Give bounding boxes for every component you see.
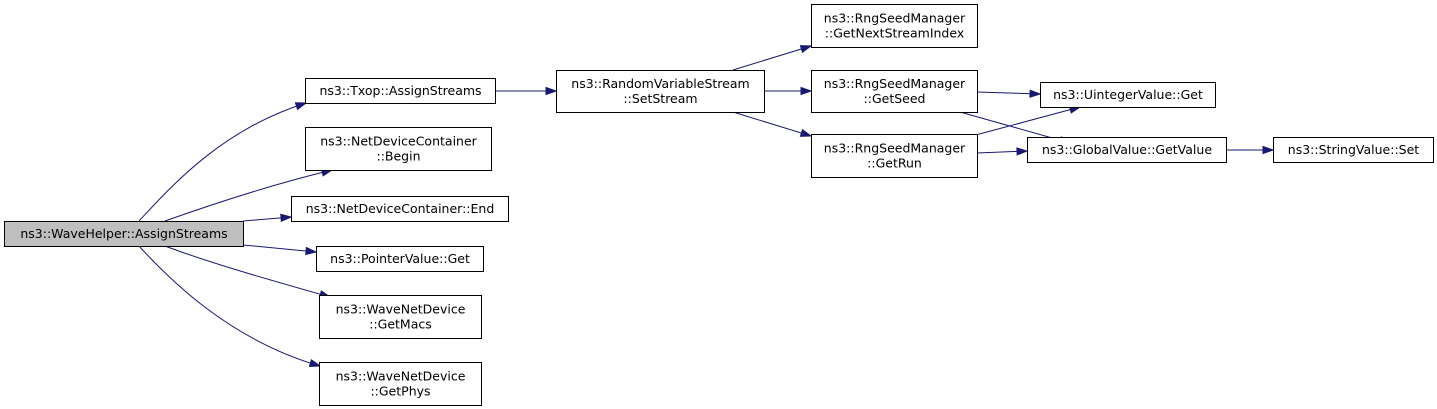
node-label: ns3::RngSeedManager — [824, 11, 966, 26]
arrowhead — [280, 213, 293, 223]
arrowhead — [1029, 89, 1042, 98]
node-box — [316, 246, 484, 272]
node-box — [811, 134, 978, 178]
edge-line — [138, 102, 307, 222]
edge-line — [242, 244, 317, 253]
arrowhead — [800, 86, 813, 96]
node-randomvariablestream-setstream[interactable]: ns3::RandomVariableStream::SetStream — [556, 70, 765, 113]
node-wavenetdevice-getphys[interactable]: ns3::WaveNetDevice::GetPhys — [319, 362, 482, 406]
node-label: ns3::RngSeedManager — [824, 76, 966, 91]
node-label: ::GetPhys — [370, 384, 430, 399]
call-graph-nodes: ns3::WaveHelper::AssignStreams ns3::Txop:… — [4, 4, 1434, 406]
edge-wavehelper_assignstreams-to-txop_assignstreams — [138, 102, 308, 222]
edge-rngseedmanager_getrun-to-uintegervalue_get — [971, 105, 1082, 137]
edge-line — [138, 245, 321, 367]
edge-wavehelper_assignstreams-to-netdevicecontainer_end — [242, 213, 293, 223]
node-label: ::GetRun — [867, 156, 922, 171]
node-label: ::GetMacs — [369, 317, 432, 332]
node-stringvalue-set[interactable]: ns3::StringValue::Set — [1273, 137, 1434, 163]
edge-randomvariablestream_setstream-to-rngseedmanager_getseed — [764, 86, 813, 96]
arrowhead — [799, 128, 813, 137]
node-label: ns3::NetDeviceContainer — [320, 134, 477, 149]
arrowhead — [545, 86, 558, 96]
node-globalvalue-getvalue[interactable]: ns3::GlobalValue::GetValue — [1027, 137, 1227, 163]
node-wavehelper-assignstreams[interactable]: ns3::WaveHelper::AssignStreams — [4, 221, 244, 247]
node-pointervalue-get[interactable]: ns3::PointerValue::Get — [316, 246, 484, 272]
node-rngseedmanager-getnextstreamindex[interactable]: ns3::RngSeedManager::GetNextStreamIndex — [811, 4, 978, 48]
node-label: ns3::WaveNetDevice — [336, 369, 466, 384]
node-label: ns3::RandomVariableStream — [571, 76, 749, 91]
edge-rngseedmanager_getseed-to-uintegervalue_get — [976, 89, 1042, 98]
arrowhead — [799, 45, 813, 54]
node-label: ::SetStream — [623, 91, 697, 106]
edge-line — [732, 45, 812, 71]
edge-wavehelper_assignstreams-to-wavenetdevice_getphys — [138, 245, 322, 368]
edge-wavehelper_assignstreams-to-pointervalue_get — [242, 244, 318, 256]
edge-rngseedmanager_getrun-to-globalvalue_getvalue — [976, 147, 1029, 156]
node-label: ns3::WaveNetDevice — [336, 302, 466, 317]
node-txop-assignstreams[interactable]: ns3::Txop::AssignStreams — [305, 78, 496, 104]
node-netdevicecontainer-begin[interactable]: ns3::NetDeviceContainer::Begin — [305, 127, 492, 171]
node-box — [1273, 137, 1434, 163]
node-uintegervalue-get[interactable]: ns3::UintegerValue::Get — [1040, 82, 1216, 108]
node-rngseedmanager-getrun[interactable]: ns3::RngSeedManager::GetRun — [811, 134, 978, 178]
node-label: ns3::GlobalValue::GetValue — [1042, 142, 1212, 157]
arrowhead — [308, 358, 322, 368]
node-box — [556, 70, 765, 113]
node-netdevicecontainer-end[interactable]: ns3::NetDeviceContainer::End — [291, 196, 509, 222]
node-box — [291, 196, 509, 222]
node-box — [305, 127, 492, 171]
edge-wavehelper_assignstreams-to-wavenetdevice_getmacs — [164, 245, 332, 299]
node-box — [4, 221, 244, 247]
node-label: ::Begin — [376, 149, 420, 164]
node-rngseedmanager-getseed[interactable]: ns3::RngSeedManager::GetSeed — [811, 70, 978, 113]
node-box — [1027, 137, 1227, 163]
edge-line — [971, 106, 1081, 137]
node-label: ns3::NetDeviceContainer::End — [306, 201, 495, 216]
node-label: ns3::Txop::AssignStreams — [319, 83, 481, 98]
arrowhead — [294, 102, 308, 111]
node-label: ::GetSeed — [864, 91, 926, 106]
edge-randomvariablestream_setstream-to-rngseedmanager_getnextstreamindex — [732, 45, 813, 71]
node-label: ns3::WaveHelper::AssignStreams — [20, 226, 227, 241]
arrowhead — [1016, 147, 1029, 156]
arrowhead — [305, 246, 318, 256]
node-box — [305, 78, 496, 104]
edge-line — [732, 111, 812, 137]
node-label: ::GetNextStreamIndex — [825, 26, 964, 41]
edge-line — [164, 245, 331, 298]
node-box — [1040, 82, 1216, 108]
node-label: ns3::PointerValue::Get — [330, 251, 470, 266]
edge-line — [164, 169, 333, 222]
node-box — [811, 4, 978, 48]
edge-globalvalue_getvalue-to-stringvalue_set — [1226, 145, 1275, 155]
node-label: ns3::StringValue::Set — [1288, 142, 1419, 157]
edge-randomvariablestream_setstream-to-rngseedmanager_getrun — [732, 111, 813, 137]
edge-txop_assignstreams-to-randomvariablestream_setstream — [495, 86, 558, 96]
arrowhead — [1262, 145, 1275, 155]
node-box — [319, 362, 482, 406]
node-box — [319, 295, 482, 339]
edge-line — [976, 91, 1041, 95]
node-box — [811, 70, 978, 113]
node-label: ns3::RngSeedManager — [824, 141, 966, 156]
node-label: ns3::UintegerValue::Get — [1053, 87, 1203, 102]
node-wavenetdevice-getmacs[interactable]: ns3::WaveNetDevice::GetMacs — [319, 295, 482, 339]
